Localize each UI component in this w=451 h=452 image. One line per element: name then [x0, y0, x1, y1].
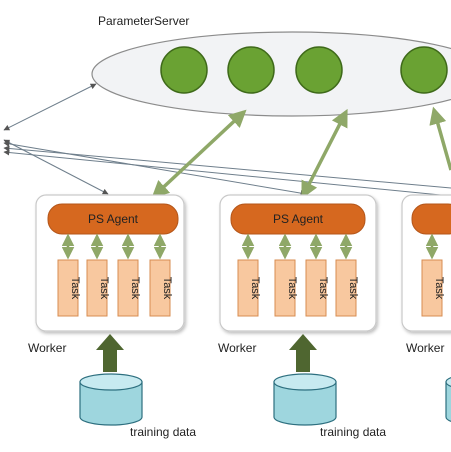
task-label: Task [98, 277, 110, 300]
task-label: Task [317, 277, 329, 300]
task-label: Task [161, 277, 173, 300]
ps-agent-bar [230, 203, 366, 235]
worker-label: Worker [406, 341, 444, 355]
task-arrows [241, 233, 353, 260]
parameter-server: ParameterServer [91, 14, 451, 117]
task-label: Task [433, 277, 445, 300]
connector-ps [3, 83, 97, 131]
training-data-cylinder [445, 377, 451, 422]
worker-1: PS Agent Task Task Task Task Worker trai… [28, 194, 196, 439]
task-box [86, 259, 108, 317]
connector-worker-3 [3, 145, 451, 189]
task-box [149, 259, 171, 317]
task-box [421, 259, 443, 317]
ps-agent-link-2 [301, 108, 348, 200]
task-label: Task [69, 277, 81, 300]
training-data-cylinder [79, 373, 143, 426]
worker-label: Worker [28, 341, 66, 355]
training-data-label: training data [320, 425, 386, 439]
ps-node-2 [227, 46, 275, 94]
worker-3: Task Worker [401, 194, 451, 422]
task-box [117, 259, 139, 317]
ps-node-1 [160, 46, 208, 94]
ps-agent-bar [47, 203, 179, 235]
training-data-cylinder [273, 373, 337, 426]
parameter-server-title: ParameterServer [98, 14, 189, 28]
worker-2: PS Agent Task Task Task Task Worker trai… [218, 194, 386, 439]
task-label: Task [129, 277, 141, 300]
ps-node-4 [400, 46, 448, 94]
task-box [237, 259, 259, 317]
task-arrows [61, 233, 167, 260]
ps-agent-label: PS Agent [273, 212, 324, 226]
data-arrow [289, 334, 317, 372]
task-label: Task [347, 277, 359, 300]
task-box [335, 259, 357, 317]
connector-worker-3b [3, 149, 451, 197]
task-box [57, 259, 79, 317]
ps-agent-bar [411, 203, 451, 235]
task-label: Task [249, 277, 261, 300]
connector-worker-2 [3, 140, 307, 197]
task-box [274, 259, 296, 317]
ps-agent-link-1 [151, 109, 247, 199]
connector-worker-1 [3, 139, 109, 195]
training-data-label: training data [130, 425, 196, 439]
data-arrow [96, 334, 124, 372]
ps-agent-label: PS Agent [88, 212, 139, 226]
ps-agent-links [151, 106, 451, 200]
ps-agent-link-3 [429, 106, 451, 171]
task-box [305, 259, 327, 317]
worker-label: Worker [218, 341, 256, 355]
ps-node-3 [295, 46, 343, 94]
task-label: Task [286, 277, 298, 300]
